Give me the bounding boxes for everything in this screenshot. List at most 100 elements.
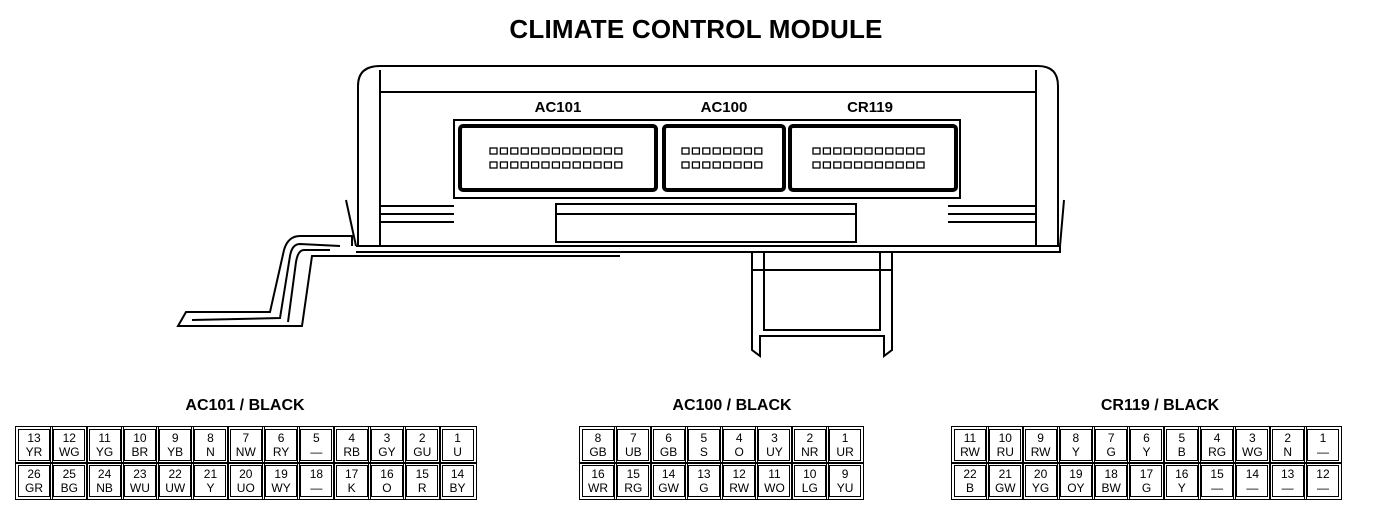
pin-wire-color: RY (272, 445, 290, 459)
pin-slot (489, 161, 498, 169)
connector-title-cr119: CR119 / BLACK (1100, 397, 1220, 414)
connector-title-ac100: AC100 / BLACK (672, 397, 792, 414)
pin-number: 1 (454, 431, 461, 445)
module-label-ac101: AC101 (535, 99, 582, 116)
pin-number: 7 (242, 431, 250, 445)
module-label-cr119: CR119 (847, 99, 893, 116)
pin-number: 22 (168, 467, 182, 481)
pin-cell: 13— (1268, 462, 1307, 500)
pin-wire-color: Y (1071, 445, 1080, 459)
pin-wire-color: YG (1031, 481, 1050, 495)
pin-slot (754, 147, 763, 155)
pin-wire-color: NB (96, 481, 113, 495)
pin-slot (530, 147, 540, 155)
pin-slot (510, 161, 519, 169)
pin-wire-color: O (734, 445, 744, 459)
pin-slot (885, 161, 894, 169)
pin-number: 9 (1037, 431, 1044, 445)
pin-wire-color: RB (343, 445, 360, 459)
pin-wire-color: — (1211, 481, 1224, 495)
pin-number: 14 (1245, 467, 1260, 481)
pin-wire-color: LG (801, 481, 818, 495)
pin-number: 2 (1284, 431, 1292, 445)
pin-number: 1 (1319, 431, 1327, 445)
pin-number: 4 (1213, 431, 1221, 445)
pin-wire-color: UW (165, 481, 186, 495)
pin-number: 16 (591, 467, 605, 481)
pin-number: 6 (665, 431, 672, 445)
pin-number: 10 (803, 467, 817, 481)
pin-wire-color: — (310, 445, 323, 459)
pin-wire-color: G (1106, 445, 1116, 459)
pin-slot (614, 147, 623, 155)
pin-slot (905, 147, 915, 155)
pin-number: 15 (626, 467, 640, 481)
pin-wire-color: BW (1101, 481, 1121, 495)
pin-number: 21 (203, 467, 218, 481)
pin-slot (743, 161, 753, 169)
pin-slot (722, 147, 732, 155)
diagram-title: CLIMATE CONTROL MODULE (509, 14, 883, 44)
pin-slot (905, 161, 915, 169)
pin-wire-color: RG (1208, 445, 1227, 459)
pin-number: 2 (806, 431, 814, 445)
pin-wire-color: GW (994, 481, 1016, 495)
pin-slot (603, 147, 613, 155)
pin-number: 8 (1072, 431, 1080, 445)
pin-number: 7 (629, 431, 637, 445)
pin-wire-color: NR (801, 445, 819, 459)
pin-wire-color: WO (764, 481, 785, 495)
pin-number: 5 (700, 431, 708, 445)
pin-wire-color: GR (25, 481, 43, 495)
pin-slot (833, 147, 842, 155)
pin-wire-color: WY (271, 481, 291, 495)
pin-slot (582, 147, 592, 155)
pin-slot (812, 147, 821, 155)
pin-cell: 12— (1303, 462, 1342, 500)
module-housing-drawing: AC101 AC100 CR119 (176, 65, 1065, 358)
pin-slot (702, 161, 711, 169)
pin-slot (895, 147, 904, 155)
pin-wire-color: BY (449, 481, 466, 495)
pin-number: 25 (62, 467, 76, 481)
pin-slot (864, 161, 873, 169)
pin-number: 24 (97, 467, 112, 481)
pin-wire-color: WG (58, 445, 80, 459)
pin-wire-color: K (347, 481, 356, 495)
pin-wire-color: G (699, 481, 709, 495)
pin-wire-color: GY (378, 445, 396, 459)
pin-number: 5 (313, 431, 320, 445)
pin-number: 14 (450, 467, 465, 481)
pin-slot (843, 161, 852, 169)
pin-slot (885, 147, 894, 155)
pin-slot (733, 147, 742, 155)
pin-number: 17 (1139, 467, 1154, 481)
pin-wire-color: BR (131, 445, 149, 459)
pin-cell: 14— (1233, 462, 1272, 500)
pin-number: 18 (1104, 467, 1118, 481)
pin-wire-color: O (382, 481, 392, 495)
pin-number: 13 (697, 467, 711, 481)
